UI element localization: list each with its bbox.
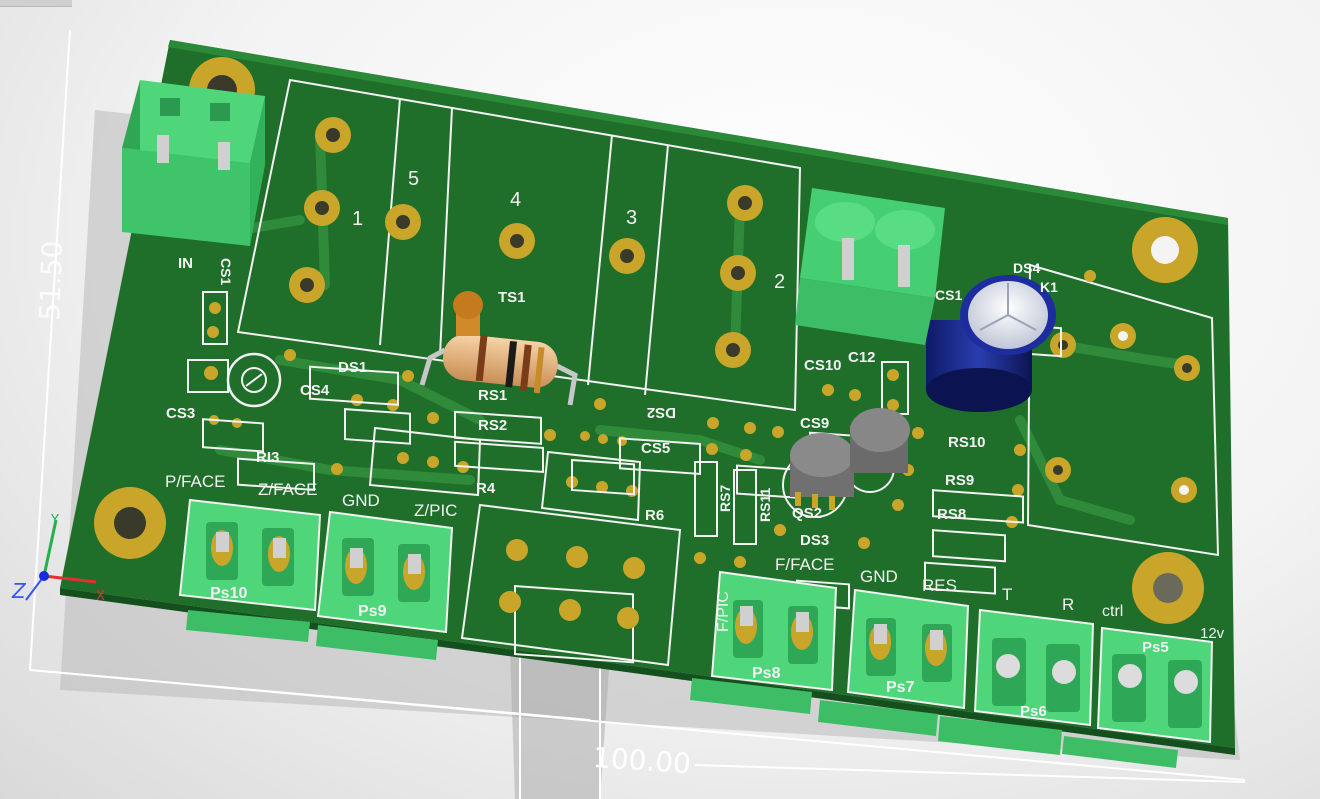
label-cs9: CS9 [800, 415, 829, 432]
label-cs10: CS10 [804, 357, 842, 374]
label-num-2: 2 [774, 271, 785, 293]
label-ds2: DS2 [647, 404, 676, 421]
axis-z-label: Z [11, 579, 27, 603]
axis-y-label: Y [50, 513, 59, 528]
label-num-4: 4 [510, 189, 521, 211]
transistors [782, 408, 910, 518]
label-r13: RI3 [256, 449, 279, 466]
label-ds3: DS3 [800, 532, 829, 549]
label-ts1: TS1 [498, 289, 526, 306]
silkscreen-outlines [236, 78, 1220, 667]
label-res: RES [922, 576, 957, 595]
label-cs1-right: CS1 [935, 287, 962, 303]
label-gnd-left: GND [342, 491, 380, 510]
dimension-lines [28, 29, 1246, 799]
label-num-1: 1 [352, 208, 363, 230]
ceramic-capacitor [453, 291, 483, 336]
axis-x-label: X [96, 589, 105, 604]
label-ps5: Ps5 [1142, 639, 1169, 656]
trim-potentiometer [226, 352, 282, 408]
label-ps10: Ps10 [210, 585, 247, 602]
label-ps9: Ps9 [358, 603, 387, 620]
label-z-face: Z/FACE [258, 480, 318, 499]
label-in: IN [178, 255, 193, 272]
label-cs1-top: CS1 [218, 258, 234, 285]
label-rs2: RS2 [478, 417, 507, 434]
resistor-rs1 [419, 334, 578, 406]
label-ps6: Ps6 [1020, 703, 1047, 720]
label-qs2: QS2 [792, 505, 822, 522]
label-t: T [1002, 585, 1012, 604]
bottom-connectors [178, 498, 1214, 768]
label-num-3: 3 [626, 207, 637, 229]
dimension-width: 100.00 [592, 741, 692, 781]
small-pads [204, 270, 1096, 568]
label-ctrl: ctrl [1102, 603, 1123, 620]
label-rs8: RS8 [937, 506, 966, 523]
label-r6: R6 [645, 507, 664, 524]
label-ds1: DS1 [338, 359, 367, 376]
label-k1: K1 [1040, 279, 1058, 295]
label-rs11: RS11 [757, 488, 773, 522]
label-rs7: RS7 [717, 485, 733, 512]
label-rs10: RS10 [948, 434, 986, 451]
label-cs4: CS4 [300, 382, 330, 399]
label-ps7: Ps7 [886, 679, 915, 696]
label-gnd-right: GND [860, 567, 898, 586]
label-ps8: Ps8 [752, 665, 781, 682]
label-12v: 12v [1200, 625, 1225, 642]
label-f-face: F/FACE [775, 555, 835, 574]
label-rs9: RS9 [945, 472, 974, 489]
label-r: R [1062, 595, 1074, 614]
label-rs1: RS1 [478, 387, 507, 404]
dimension-height: 51.50 [33, 240, 69, 321]
label-cs5: CS5 [641, 440, 670, 457]
silkscreen-labels: IN CS1 1 5 4 3 2 TS1 DS1 CS4 RS1 DS2 CS3… [165, 168, 1225, 720]
label-num-5: 5 [408, 168, 419, 190]
relay-pads [289, 117, 1200, 629]
label-f-pic: F/PIC [715, 591, 732, 632]
label-c12: C12 [848, 349, 876, 366]
label-cs3: CS3 [166, 405, 195, 422]
axis-triad: Y Z X [11, 513, 105, 604]
label-z-pic: Z/PIC [414, 501, 457, 520]
electrolytic-capacitor [926, 275, 1056, 412]
component-outlines [187, 291, 1062, 610]
terminal-block-in [122, 80, 265, 246]
terminal-block-top [795, 188, 945, 345]
label-r4: R4 [476, 480, 496, 497]
label-ds4: DS4 [1013, 260, 1040, 276]
label-p-face: P/FACE [165, 472, 225, 491]
viewer-tab[interactable] [0, 0, 72, 7]
